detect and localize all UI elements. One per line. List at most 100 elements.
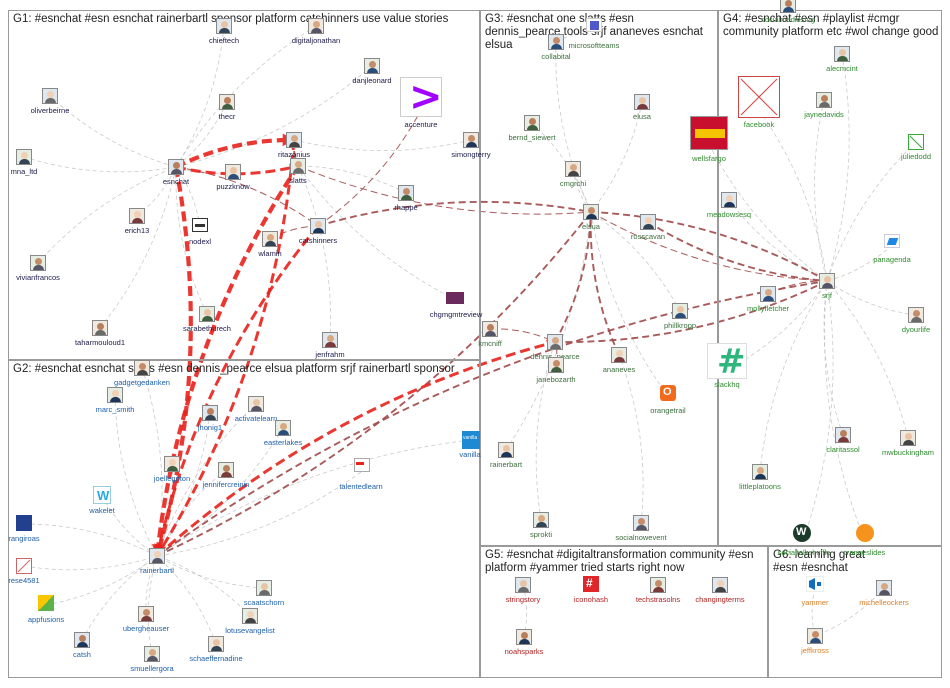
- node-orangeslides[interactable]: orangeslides: [843, 548, 886, 557]
- avatar-body-icon: [211, 646, 222, 651]
- node-activatelearn[interactable]: activatelearn: [235, 396, 277, 423]
- node-mna-ltd[interactable]: mna_ltd: [11, 149, 37, 176]
- node-chgmgmtreview[interactable]: chgmgmtreview: [430, 310, 483, 319]
- node-elsua[interactable]: elsua: [582, 204, 600, 231]
- node-mollyfletcher[interactable]: mollyfletcher: [747, 286, 789, 313]
- node-schaeffernadine[interactable]: schaeffernadine: [189, 636, 243, 663]
- node-slackhq[interactable]: slackhq: [714, 380, 739, 389]
- node-wakelet[interactable]: wakelet: [89, 506, 114, 515]
- node-lotusevangelist[interactable]: lotusevangelist: [225, 608, 275, 635]
- node-jenfrahm[interactable]: jenfrahm: [315, 332, 345, 359]
- node-label: socialmediasmg: [761, 15, 815, 24]
- node-yammer[interactable]: yammer: [801, 598, 828, 607]
- node-gadgetgedanken[interactable]: gadgetgedanken: [114, 360, 170, 387]
- node-juliedodd[interactable]: juliedodd: [901, 152, 931, 161]
- node-rainerbart[interactable]: rainerbart: [490, 442, 522, 469]
- node-orangetrail[interactable]: orangetrail: [650, 406, 685, 415]
- node-claritassol[interactable]: claritassol: [826, 427, 860, 454]
- node-taharmouloud1[interactable]: taharmouloud1: [75, 320, 125, 347]
- node-label: oliverbeirne: [30, 106, 70, 115]
- node-label: microsoftteams: [568, 41, 620, 50]
- node-easterlakes[interactable]: easterlakes: [264, 420, 302, 447]
- node-jaynedavids[interactable]: jaynedavids: [804, 92, 844, 119]
- node-rainerbartl[interactable]: rainerbartl: [140, 548, 174, 575]
- node-changingterms[interactable]: changingterms: [695, 577, 745, 604]
- node-erich13[interactable]: erich13: [125, 208, 149, 235]
- avatar-head-icon: [552, 337, 559, 344]
- node-catshinners[interactable]: catshinners: [299, 218, 337, 245]
- avatar-icon: [290, 158, 306, 174]
- node-dennis-pearce[interactable]: dennis_pearce: [530, 334, 580, 361]
- node-socialmediasmg[interactable]: socialmediasmg: [761, 0, 815, 24]
- node-microsoftteams[interactable]: microsoftteams: [569, 41, 620, 50]
- node-catsh[interactable]: catsh: [73, 632, 91, 659]
- avatar-icon: [286, 132, 302, 148]
- avatar-head-icon: [645, 217, 652, 224]
- node-stringstory[interactable]: stringstory: [506, 577, 540, 604]
- node-mwbuckingham[interactable]: mwbuckingham: [882, 430, 934, 457]
- avatar-body-icon: [77, 642, 88, 647]
- node-scaatschorn[interactable]: scaatschorn: [244, 580, 284, 607]
- node-jennifercreinin[interactable]: jennifercreinin: [203, 462, 249, 489]
- node-socialtalkshuffle[interactable]: socialtalkshuffle: [778, 548, 831, 557]
- node-danjleonard[interactable]: danjleonard: [352, 58, 392, 85]
- node-rangiroas[interactable]: rangiroas: [8, 534, 39, 543]
- node-esnchat[interactable]: esnchat: [163, 159, 189, 186]
- node-smuellergora[interactable]: smuellergora: [130, 646, 174, 673]
- node-accenture[interactable]: accenture: [405, 120, 438, 129]
- node-collabital[interactable]: collabital: [541, 34, 571, 61]
- avatar-icon: [611, 347, 627, 363]
- node-sarabethurech[interactable]: sarabethurech: [183, 306, 231, 333]
- node-techstrasolns[interactable]: techstrasolns: [636, 577, 680, 604]
- node-talentedlearn[interactable]: talentedlearn: [339, 482, 382, 491]
- avatar-head-icon: [468, 135, 475, 142]
- node-bernd-siewert[interactable]: bernd_siewert: [508, 115, 556, 142]
- node-jeffkross[interactable]: jeffkross: [801, 628, 829, 655]
- node-elusa[interactable]: elusa: [633, 94, 651, 121]
- node-chieftech[interactable]: chieftech: [209, 18, 239, 45]
- avatar-icon: [74, 632, 90, 648]
- node-michelleockers[interactable]: michelleockers: [859, 580, 909, 607]
- node-puzzknow[interactable]: puzzknow: [216, 164, 250, 191]
- edge-gadgetgedanken-rainerbartl: [141, 367, 163, 557]
- node-facebook[interactable]: facebook: [744, 120, 774, 129]
- node-slatts[interactable]: slatts: [289, 158, 307, 185]
- node-sprokti[interactable]: sprokti: [530, 512, 552, 539]
- node-vivianfrancos[interactable]: vivianfrancos: [16, 255, 60, 282]
- node-nodexl[interactable]: nodexl: [189, 237, 211, 246]
- node-rosscavan[interactable]: rosscavan: [631, 214, 665, 241]
- node-kmcniff[interactable]: kmcniff: [478, 321, 502, 348]
- node-marc-smith[interactable]: marc_smith: [96, 387, 134, 414]
- node-phillkropp[interactable]: phillkropp: [664, 303, 696, 330]
- node-littleplatoons[interactable]: littleplatoons: [739, 464, 781, 491]
- node-appfusions[interactable]: appfusions: [28, 615, 64, 624]
- node-iconohash[interactable]: iconohash: [574, 595, 608, 604]
- avatar-head-icon: [639, 97, 646, 104]
- node-ubergheauser[interactable]: ubergheauser: [123, 606, 169, 633]
- node-wellsfargo[interactable]: wellsfargo: [692, 154, 726, 163]
- node-label: orangetrail: [650, 406, 686, 415]
- node-janebozarth[interactable]: janebozarth: [536, 357, 576, 384]
- node-rese4581[interactable]: rese4581: [8, 576, 39, 585]
- node-alecmcint[interactable]: alecmcint: [826, 46, 858, 73]
- node-dyourlife[interactable]: dyourlife: [902, 307, 930, 334]
- node-thecr[interactable]: thecr: [219, 94, 235, 121]
- node-simongterry[interactable]: simongterry: [451, 132, 491, 159]
- node-ananeves[interactable]: ananeves: [603, 347, 635, 374]
- node-ritazonius[interactable]: ritazonius: [278, 132, 310, 159]
- node-digitaljonathan[interactable]: digitaljonathan: [292, 18, 340, 45]
- node-joellegirton[interactable]: joellegirton: [154, 456, 190, 483]
- node-meadowsesq[interactable]: meadowsesq: [707, 192, 751, 219]
- node-noahsparks[interactable]: noahsparks: [505, 629, 543, 656]
- node-jhonig1[interactable]: jhonig1: [198, 405, 222, 432]
- node-vanilla[interactable]: vanilla: [459, 450, 480, 459]
- node-label: thecr: [218, 112, 236, 121]
- node-oliverbeirne[interactable]: oliverbeirne: [31, 88, 69, 115]
- node-rhappe[interactable]: rhappe: [394, 185, 418, 212]
- node-panagenda[interactable]: panagenda: [873, 255, 911, 264]
- node-srjf[interactable]: srjf: [819, 273, 835, 300]
- node-socialnowevent[interactable]: socialnowevent: [615, 515, 667, 542]
- node-wlamin[interactable]: wlamin: [258, 231, 282, 258]
- avatar-icon: [834, 46, 850, 62]
- node-cmgrchi[interactable]: cmgrchi: [560, 161, 586, 188]
